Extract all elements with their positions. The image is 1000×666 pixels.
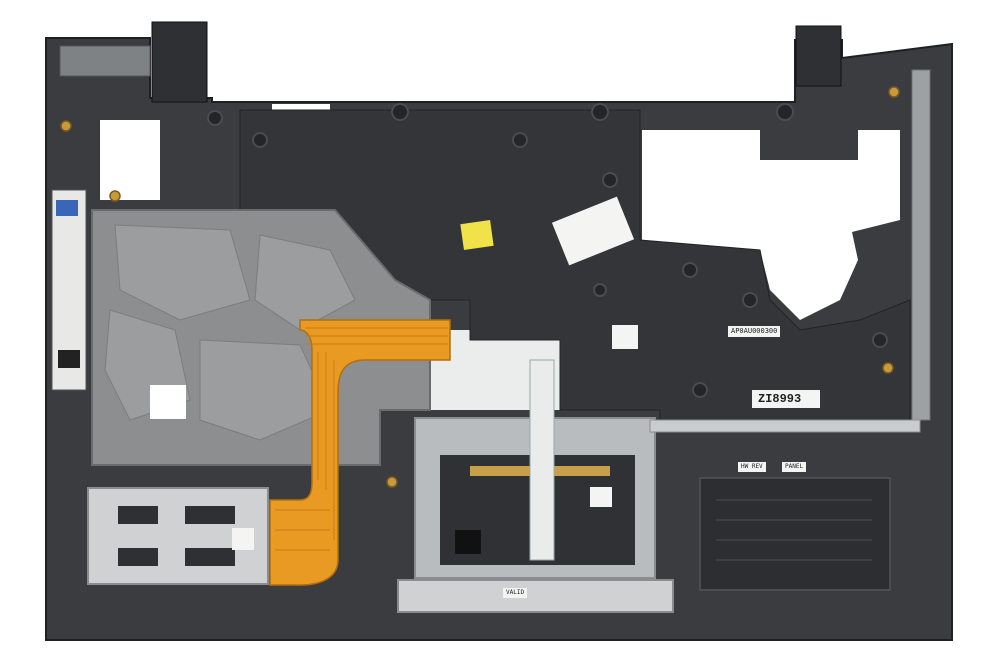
frame-opening-left [100,120,160,200]
right-rail [911,69,931,421]
serial-label: ZI8993 [752,390,820,408]
flex-cable [269,319,451,586]
right-label-rev: HW REV [738,462,766,472]
shield-window [150,385,186,419]
yellow-qr-sticker [460,220,494,250]
lower-rail [649,419,921,433]
touchpad-ribbon [529,359,555,561]
right-vent-panel [699,477,891,591]
top-hinge-left [151,21,208,103]
board-qr [58,350,80,368]
touchpad-qr-sticker [590,487,612,507]
center-qr-sticker [612,325,638,349]
screw-bosses [207,103,888,398]
board-connector [56,200,78,216]
card-cage-slots [118,506,235,566]
flex-cable-traces [275,327,448,551]
touchpad-label: VALID [503,588,528,598]
left-hinge-bracket [59,45,151,77]
shield-embossing [104,224,356,441]
card-cage-qr [232,528,254,550]
vent-slats [716,499,872,561]
touchpad-chip [455,530,481,554]
right-label-panel: PANEL [782,462,807,472]
qr-sticker-rotated [551,196,635,266]
touchpad-button-bar [397,579,674,613]
part-number-label: AP0AU000300 [728,326,781,337]
top-hinge-right [795,25,842,87]
frame-opening-right [642,130,900,320]
